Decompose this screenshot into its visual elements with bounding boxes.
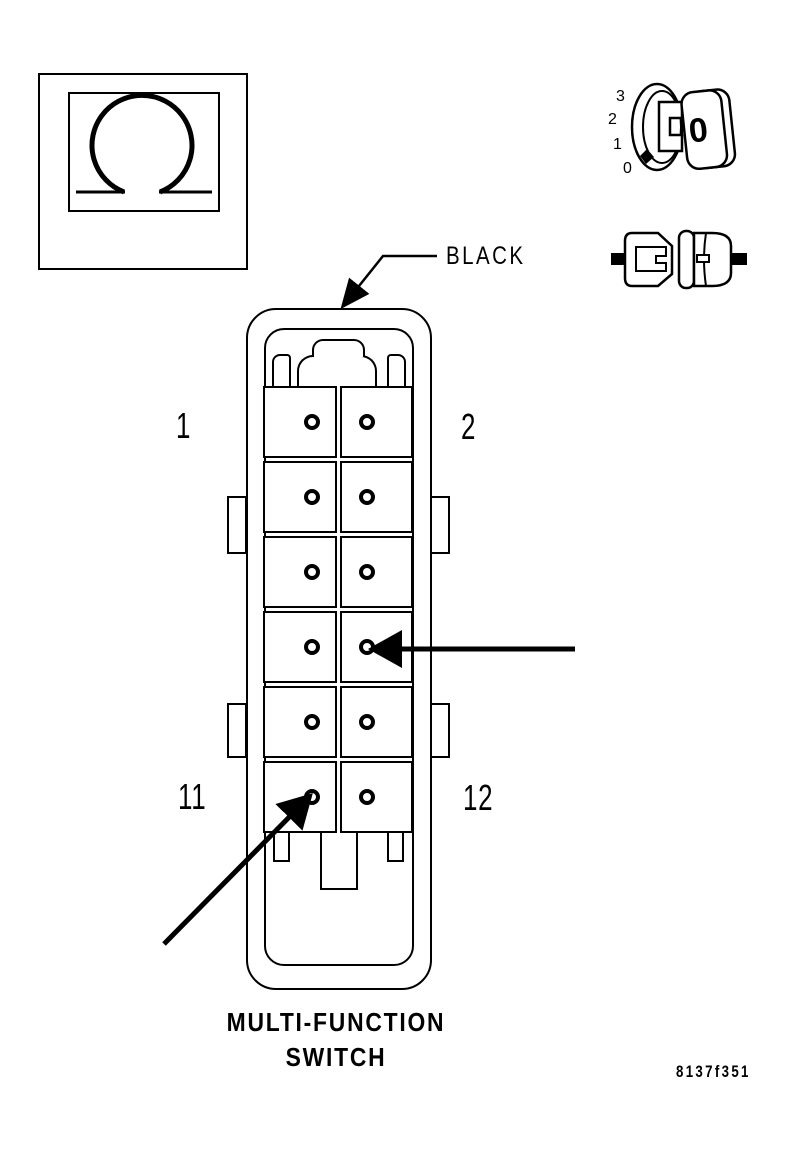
socket-collar [677, 229, 696, 290]
dial-wheel [630, 82, 684, 172]
pin-cell-10 [340, 686, 413, 758]
connector-side-tab-right-1 [430, 496, 450, 554]
pin-circle-12 [358, 789, 375, 805]
socket-half [692, 231, 733, 288]
bottom-slot-left [273, 833, 290, 862]
figure-code: 8137f351 [676, 1062, 751, 1081]
disconnect-connector-icon [611, 229, 747, 290]
pin-label-1: 1 [176, 405, 192, 446]
pin-cell-12 [340, 761, 413, 833]
pin-circle-9 [304, 714, 320, 730]
right-wire [730, 253, 747, 265]
pin-cell-6 [340, 536, 413, 608]
pin-circle-7 [304, 639, 320, 655]
pin-circle-8 [358, 639, 375, 655]
pin-circle-10 [358, 714, 375, 730]
pin-cell-4 [340, 461, 413, 533]
pin-circle-11 [304, 789, 320, 805]
dial-position-0: 0 [623, 160, 632, 177]
latch-tab-left [272, 354, 291, 386]
bottom-slot-right [387, 833, 404, 862]
plug-slot [635, 246, 667, 272]
dial-position-2: 2 [608, 111, 617, 128]
pin-circle-4 [358, 489, 375, 505]
ohmmeter-symbol-box [38, 73, 248, 270]
latch-dome-outer [297, 355, 377, 386]
pin-label-11: 11 [178, 776, 207, 817]
dial-pointer-icon [640, 149, 654, 164]
ohm-icon [76, 92, 212, 195]
pin-cell-2 [340, 386, 413, 458]
pin-grid [263, 386, 413, 833]
pin-cell-1 [263, 386, 337, 458]
pin-cell-5 [263, 536, 337, 608]
latch-tab-right [387, 354, 406, 386]
pin-cell-11 [263, 761, 337, 833]
pin-circle-6 [358, 564, 375, 580]
pin-label-2: 2 [461, 406, 477, 447]
pin-cell-9 [263, 686, 337, 758]
dial-wheel-rim [642, 90, 682, 164]
pin-circle-3 [304, 489, 320, 505]
black-label-leader-arrow [340, 254, 437, 310]
pin-cell-3 [263, 461, 337, 533]
pin-label-12: 12 [463, 777, 494, 818]
pin-cell-7 [263, 611, 337, 683]
latch-dome-inner [312, 339, 365, 357]
socket-dash [696, 254, 710, 263]
connector-side-tab-left-2 [227, 703, 247, 758]
dial-position-3: 3 [616, 88, 625, 105]
pin-circle-1 [304, 414, 320, 430]
pin-circle-2 [358, 414, 375, 430]
bottom-slot-center [320, 833, 358, 890]
connector-side-tab-right-2 [430, 703, 450, 758]
connector-side-tab-left-1 [227, 496, 247, 554]
pin-cell-8 [340, 611, 413, 683]
key-head-label: 0 [687, 111, 710, 151]
ohmmeter-display [68, 92, 220, 212]
key-head [680, 88, 737, 171]
wire-color-label: BLACK [446, 242, 526, 270]
pin-circle-5 [304, 564, 320, 580]
dial-position-1: 1 [613, 136, 622, 153]
caption-line-1: MULTI-FUNCTION [226, 1007, 446, 1037]
caption-line-2: SWITCH [285, 1042, 387, 1072]
key-switch-position-icon: 3 2 1 0 0 [608, 82, 737, 177]
figure-caption: MULTI-FUNCTION SWITCH [213, 1005, 459, 1075]
